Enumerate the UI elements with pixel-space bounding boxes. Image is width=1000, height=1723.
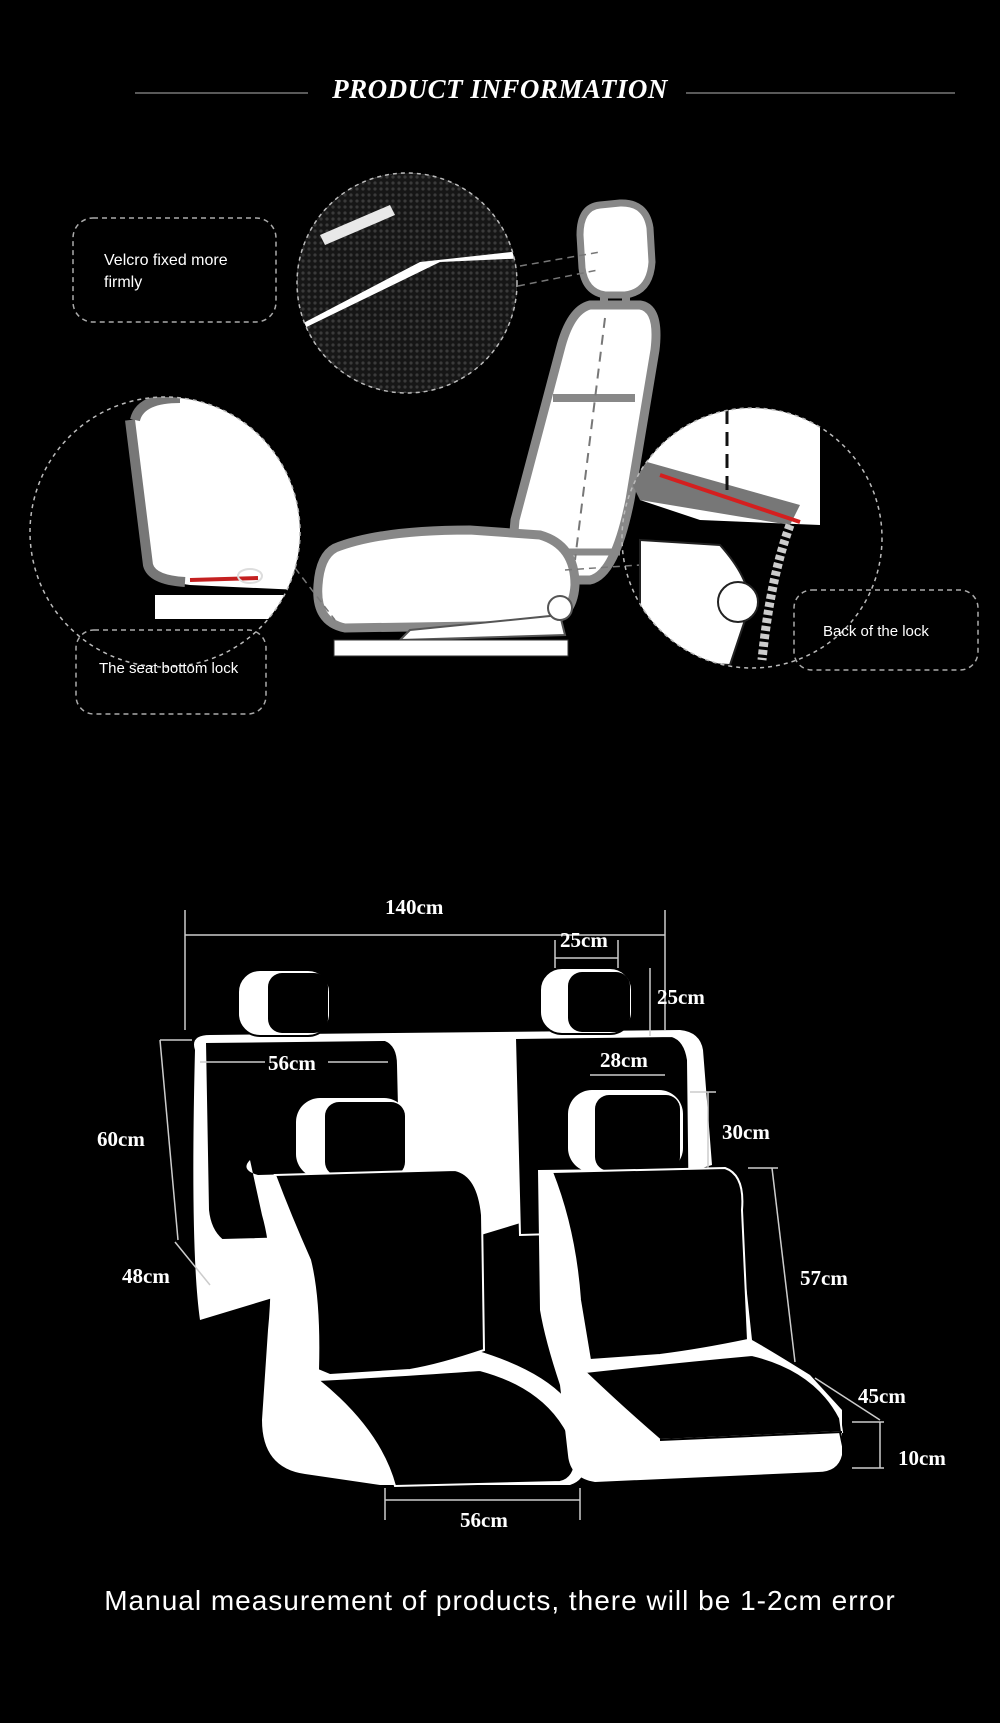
leader-lines: [294, 251, 641, 621]
section-title: PRODUCT INFORMATION: [332, 74, 668, 104]
seat-bottom-lock-closeup: [29, 396, 301, 668]
back-lock-callout-box: [793, 589, 979, 671]
dim-front-headrest-height: 30cm: [722, 1120, 770, 1144]
dim-rear-seat-depth: 48cm: [122, 1264, 170, 1288]
dim-rear-headrest-height: 25cm: [657, 985, 705, 1009]
dim-front-seat-width: 56cm: [460, 1508, 508, 1532]
seat-lock-callout-box: [75, 629, 267, 715]
dim-rear-back-width: 56cm: [268, 1051, 316, 1075]
seat-lock-callout-text: The seat bottom lock: [99, 660, 239, 677]
dim-overall-width: 140cm: [385, 895, 444, 919]
side-seat-illustration: [313, 199, 661, 657]
back-lock-callout-text: Back of the lock: [823, 623, 929, 640]
dim-front-back-height: 57cm: [800, 1266, 848, 1290]
velcro-callout-text: Velcro fixed more firmly: [104, 252, 228, 291]
dim-front-seat-depth: 45cm: [858, 1384, 906, 1408]
dim-rear-headrest-width: 25cm: [560, 928, 608, 952]
velcro-closeup: [296, 172, 518, 394]
velcro-callout-box: [72, 217, 277, 323]
seat-set-front-view: [193, 967, 849, 1488]
dim-front-seat-thickness: 10cm: [898, 1446, 946, 1470]
dimension-lines: [159, 910, 884, 1520]
dim-rear-back-height: 60cm: [97, 1127, 145, 1151]
measurement-note: Manual measurement of products, there wi…: [104, 1585, 896, 1616]
dim-front-headrest-width: 28cm: [600, 1048, 648, 1072]
